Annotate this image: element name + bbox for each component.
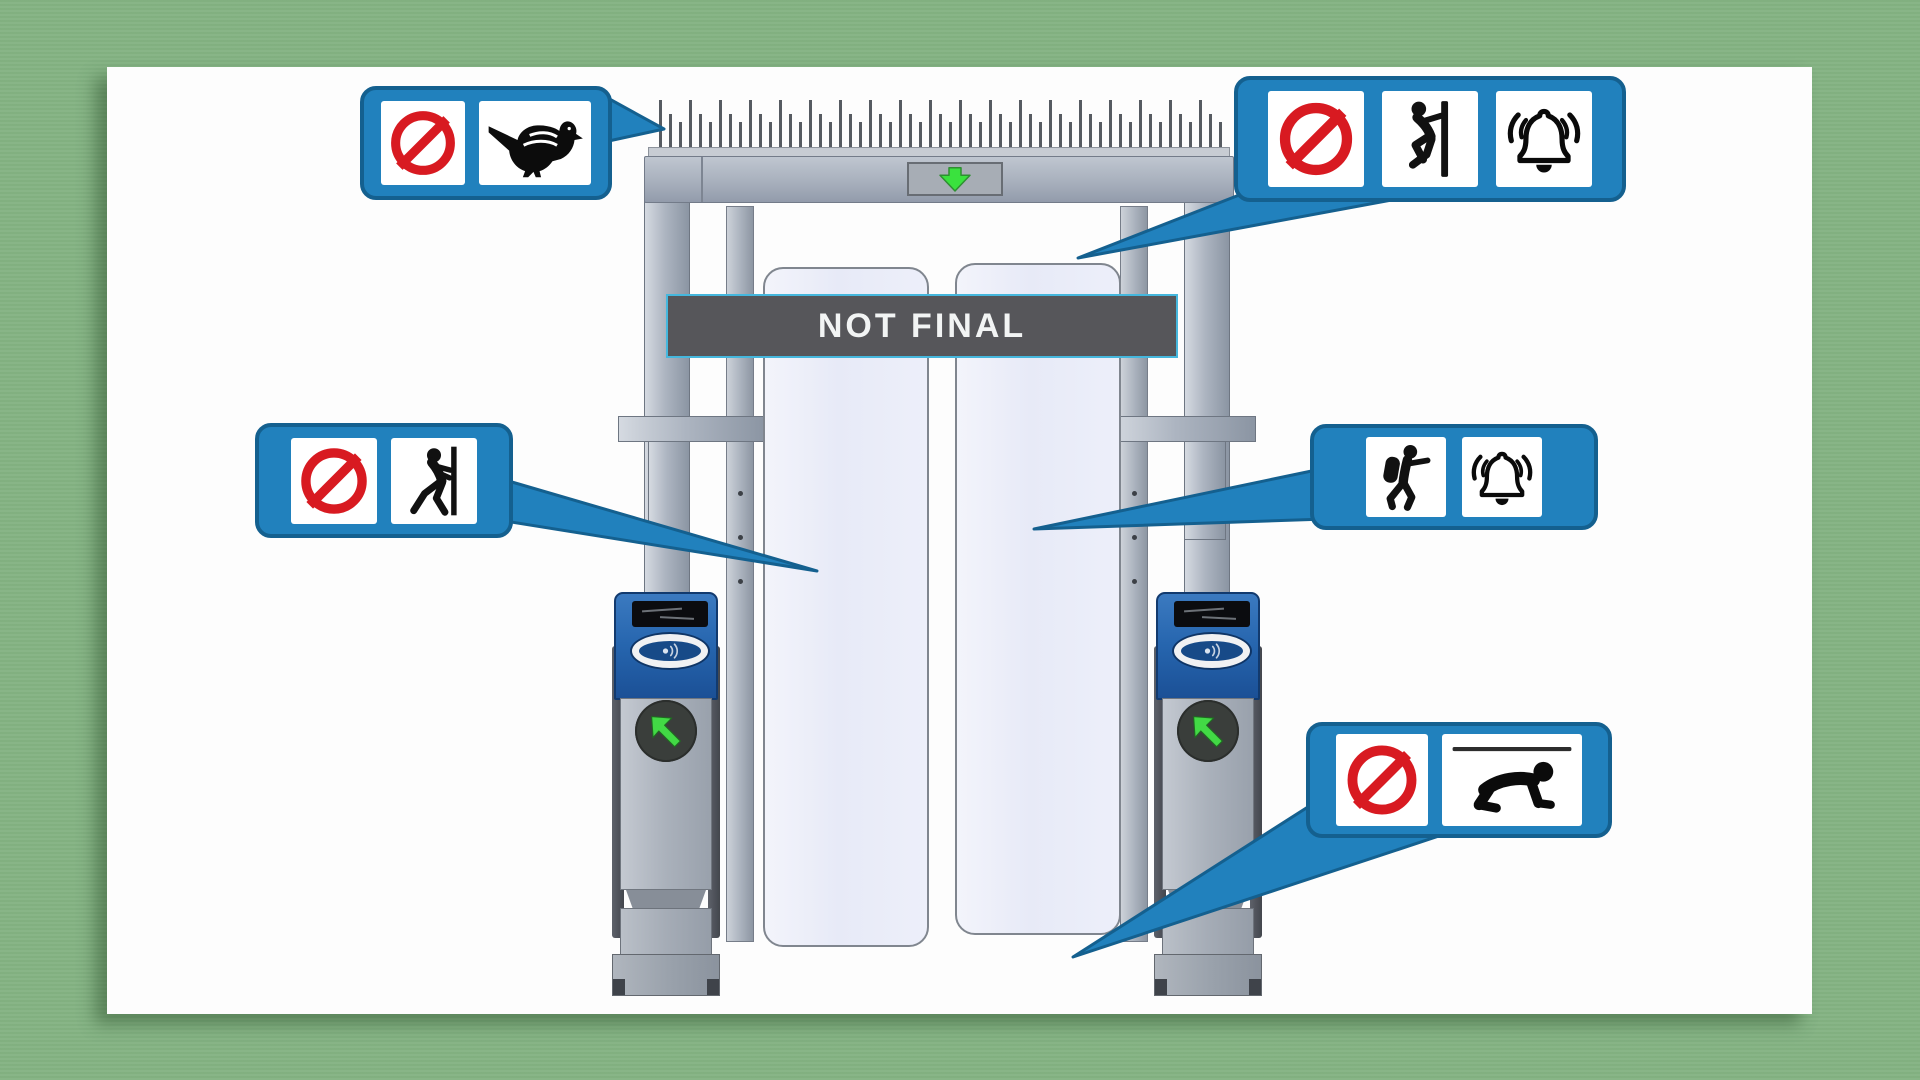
bracket-bar — [1108, 416, 1256, 442]
up-left-arrow-icon — [651, 716, 681, 748]
prohibition-icon — [1336, 734, 1428, 826]
pedestal-foot — [1249, 979, 1261, 995]
person-pushing-icon — [391, 437, 477, 524]
glass-panel-left — [763, 267, 929, 947]
anti-bird-spikes — [656, 94, 1222, 152]
alarm-bell-icon — [1496, 91, 1592, 187]
prohibition-icon — [291, 437, 377, 524]
callout-no-climbing-alarm — [1234, 76, 1626, 202]
person-climbing-icon — [1382, 91, 1478, 187]
pigeon-icon — [479, 101, 591, 185]
direction-indicator — [1177, 700, 1239, 762]
watermark-text: NOT FINAL — [817, 306, 1027, 345]
alarm-bell-icon — [1462, 437, 1542, 517]
callout-no-crawling — [1306, 722, 1612, 838]
glass-panel-right — [955, 263, 1121, 935]
pedestal-foot — [613, 979, 625, 995]
reader-display — [632, 601, 708, 627]
prohibition-icon — [381, 101, 465, 185]
pedestal-foot — [1155, 979, 1167, 995]
callout-no-pushing — [255, 423, 513, 538]
pedestal-left — [612, 592, 720, 996]
entry-indicator-panel — [907, 162, 1003, 196]
screw-dots — [1132, 491, 1137, 496]
down-arrow-icon — [939, 167, 971, 192]
pointer-no-pigeons — [602, 94, 666, 144]
pointer-no-pushing — [503, 478, 819, 573]
watermark-banner: NOT FINAL — [666, 294, 1178, 358]
contactless-icon — [1204, 643, 1221, 659]
person-crawling-icon — [1442, 734, 1582, 826]
direction-indicator — [635, 700, 697, 762]
pedestal-reader-head — [1156, 592, 1260, 700]
beam-seam — [701, 157, 703, 202]
contactless-icon — [662, 643, 679, 659]
person-tailgating-icon — [1366, 437, 1446, 517]
pedestal-foot — [707, 979, 719, 995]
prohibition-icon — [1268, 91, 1364, 187]
up-left-arrow-icon — [1193, 716, 1223, 748]
callout-no-pigeons — [360, 86, 612, 200]
pedestal-plinth — [1154, 954, 1262, 996]
gate-top-beam — [644, 156, 1234, 203]
reader-display — [1174, 601, 1250, 627]
screw-dots — [738, 491, 743, 496]
pedestal-neck — [626, 890, 706, 912]
callout-tailgating-alarm — [1310, 424, 1598, 530]
pedestal-reader-head — [614, 592, 718, 700]
card-reader-target — [632, 634, 708, 668]
card-reader-target — [1174, 634, 1250, 668]
pedestal-plinth — [612, 954, 720, 996]
pointer-tailgating — [1032, 466, 1328, 531]
